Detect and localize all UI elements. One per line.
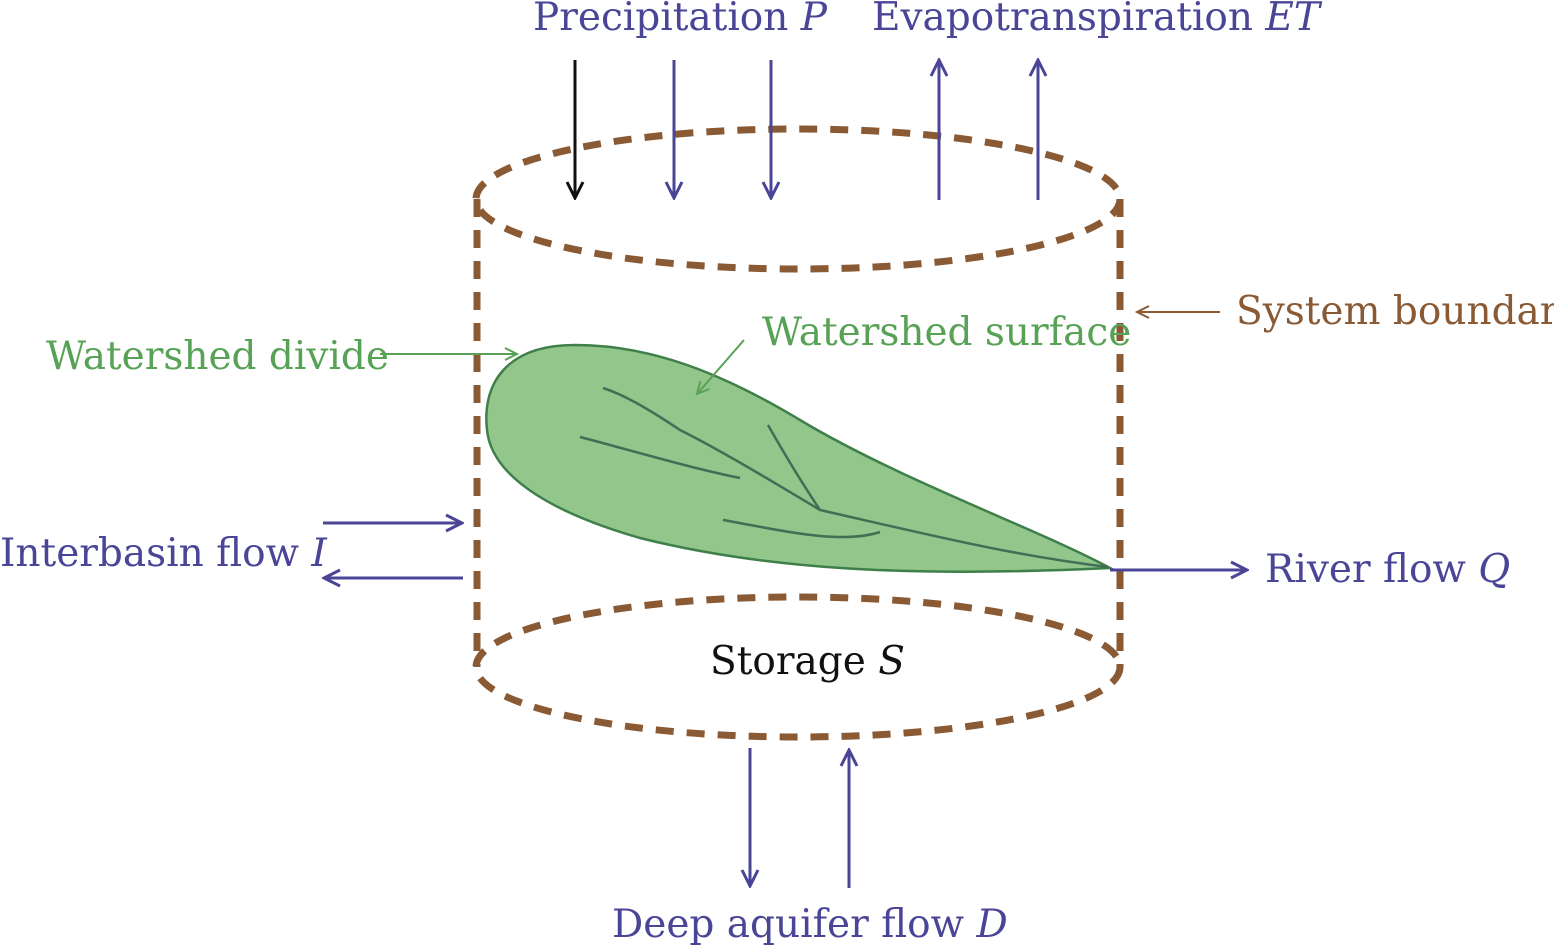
- interbasin-flow-label: Interbasin flow I: [0, 531, 328, 576]
- storage-label: Storage S: [710, 639, 905, 684]
- tributary-upper-right: [766, 424, 822, 511]
- river-flow-label: River flow Q: [1265, 547, 1510, 592]
- stream-network: [579, 386, 1109, 569]
- system-boundary-label: System boundary: [1236, 289, 1554, 334]
- watershed-surface-label: Watershed surface: [762, 310, 1131, 355]
- tributary-upper-left: [579, 435, 741, 480]
- precipitation-label: Precipitation P: [533, 0, 828, 40]
- tributary-lower: [722, 518, 881, 539]
- deep-aquifer-arrows: [750, 748, 849, 888]
- cylinder-top-ellipse: [472, 125, 1124, 273]
- watershed-outline: [485, 343, 1115, 573]
- evapotranspiration-arrows: [939, 60, 1038, 200]
- evapotranspiration-label: Evapotranspiration ET: [872, 0, 1323, 40]
- interbasin-flow-arrows: [323, 523, 463, 578]
- main-channel: [602, 386, 1109, 569]
- deep-aquifer-flow-label: Deep aquifer flow D: [612, 902, 1008, 947]
- precipitation-arrows: [575, 60, 771, 198]
- watershed-surface-shape: [485, 343, 1115, 573]
- watershed-surface-pointer: [697, 339, 745, 394]
- system-boundary-cylinder: [472, 125, 1124, 741]
- watershed-divide-label: Watershed divide: [46, 334, 389, 379]
